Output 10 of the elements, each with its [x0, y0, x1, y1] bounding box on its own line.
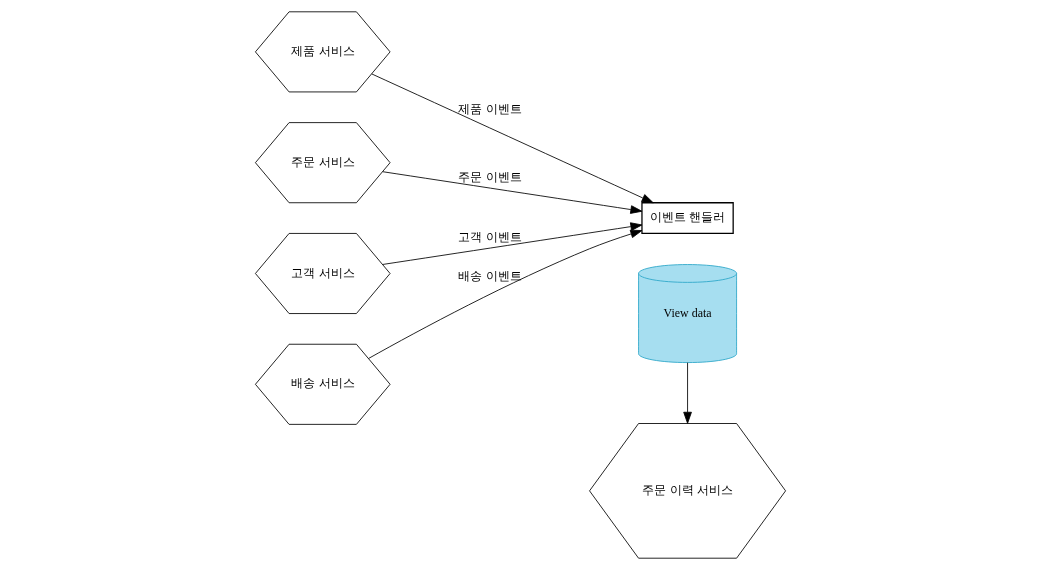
arrow [683, 362, 692, 424]
edge-label: 주문 이벤트 [457, 169, 522, 184]
arrow [382, 222, 643, 265]
arrow [368, 229, 643, 359]
arrow [371, 73, 654, 204]
arrow [382, 171, 643, 214]
edge-label: 배송 이벤트 [457, 268, 522, 283]
edge-label: 고객 이벤트 [457, 230, 522, 245]
node-box: 이벤트 핸들러 [641, 202, 734, 235]
edge-label: 제품 이벤트 [457, 101, 522, 116]
